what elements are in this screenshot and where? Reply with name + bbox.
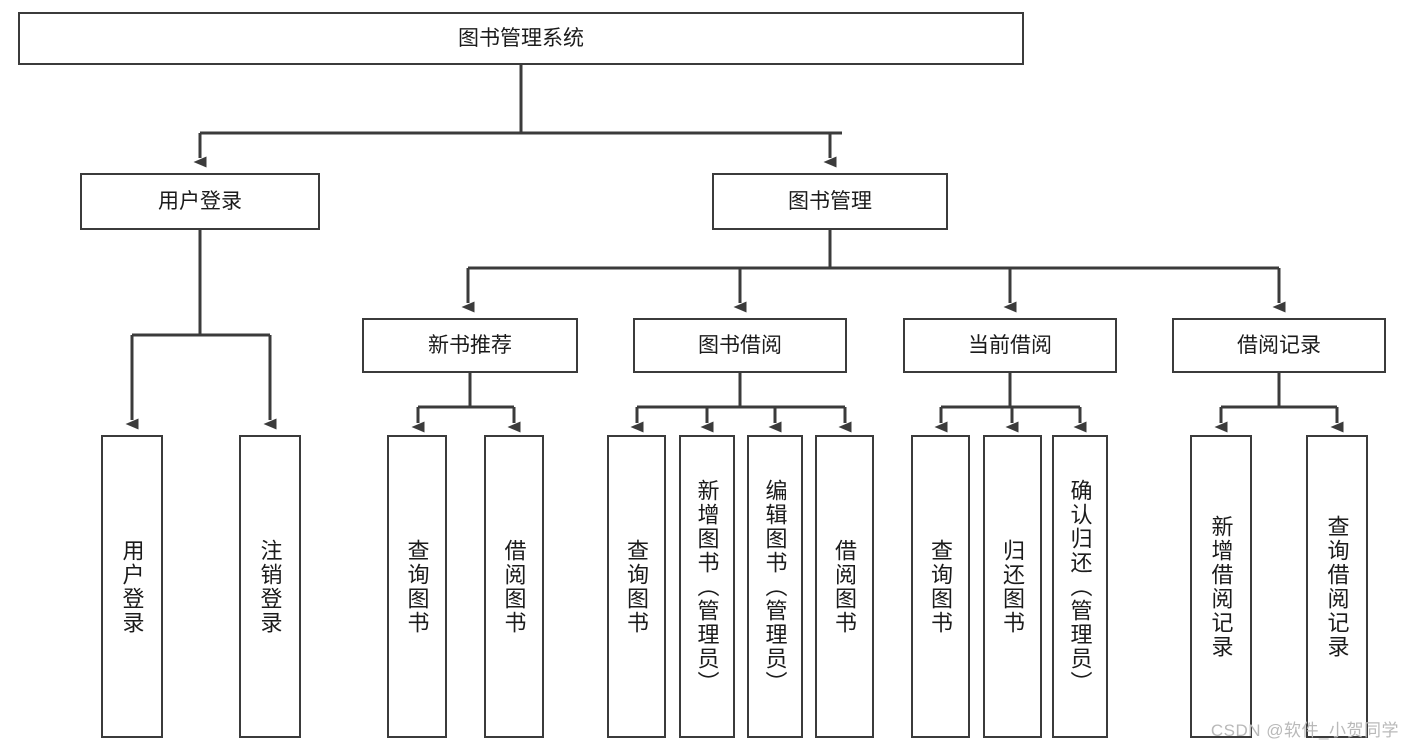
connector-group-current-borrow xyxy=(934,373,1087,433)
node-leaf-query-record: 查询借阅记录 xyxy=(1306,435,1368,738)
node-leaf-return-book: 归还图书 xyxy=(983,435,1042,738)
node-label: 图书管理 xyxy=(788,189,872,213)
node-label: 编辑图书（管理员） xyxy=(762,478,788,695)
node-label: 用户登录 xyxy=(158,189,242,213)
connector-group-book-borrow xyxy=(630,373,852,433)
node-label: 借阅记录 xyxy=(1237,333,1321,357)
node-label: 用户登录 xyxy=(119,538,145,635)
node-leaf-logout: 注销登录 xyxy=(239,435,301,738)
node-user-login: 用户登录 xyxy=(80,173,320,230)
node-label: 新书推荐 xyxy=(428,333,512,357)
node-borrow-record: 借阅记录 xyxy=(1172,318,1386,373)
node-leaf-query-book-2: 查询图书 xyxy=(607,435,666,738)
node-label: 查询图书 xyxy=(404,538,430,635)
node-new-book-rec: 新书推荐 xyxy=(362,318,578,373)
node-book-borrow: 图书借阅 xyxy=(633,318,847,373)
node-label: 图书借阅 xyxy=(698,333,782,357)
connector-group-borrow-record xyxy=(1214,373,1344,433)
node-label: 图书管理系统 xyxy=(458,26,584,50)
node-root: 图书管理系统 xyxy=(18,12,1024,65)
node-leaf-add-book: 新增图书（管理员） xyxy=(679,435,735,738)
node-book-manage: 图书管理 xyxy=(712,173,948,230)
node-label: 确认归还（管理员） xyxy=(1067,478,1093,695)
node-label: 借阅图书 xyxy=(832,538,858,635)
node-label: 新增借阅记录 xyxy=(1208,514,1234,659)
connector-group-user-login xyxy=(125,230,277,430)
node-leaf-query-book-3: 查询图书 xyxy=(911,435,970,738)
watermark: CSDN @软件_小贺同学 xyxy=(1210,721,1399,740)
node-label: 当前借阅 xyxy=(968,333,1052,357)
node-label: 归还图书 xyxy=(1000,538,1026,635)
connector-group-book-manage xyxy=(461,230,1286,313)
connector-group-root xyxy=(193,65,842,168)
node-leaf-user-login: 用户登录 xyxy=(101,435,163,738)
node-label: 注销登录 xyxy=(257,538,283,635)
node-label: 新增图书（管理员） xyxy=(694,478,720,695)
node-label: 查询借阅记录 xyxy=(1324,514,1350,659)
node-current-borrow: 当前借阅 xyxy=(903,318,1117,373)
node-leaf-borrow-book-2: 借阅图书 xyxy=(815,435,874,738)
node-label: 查询图书 xyxy=(928,538,954,635)
node-leaf-borrow-book-1: 借阅图书 xyxy=(484,435,544,738)
connector-group-new-book-rec xyxy=(411,373,521,433)
node-leaf-confirm-return: 确认归还（管理员） xyxy=(1052,435,1108,738)
node-label: 借阅图书 xyxy=(501,538,527,635)
node-leaf-add-record: 新增借阅记录 xyxy=(1190,435,1252,738)
node-leaf-query-book-1: 查询图书 xyxy=(387,435,447,738)
node-leaf-edit-book: 编辑图书（管理员） xyxy=(747,435,803,738)
node-label: 查询图书 xyxy=(624,538,650,635)
